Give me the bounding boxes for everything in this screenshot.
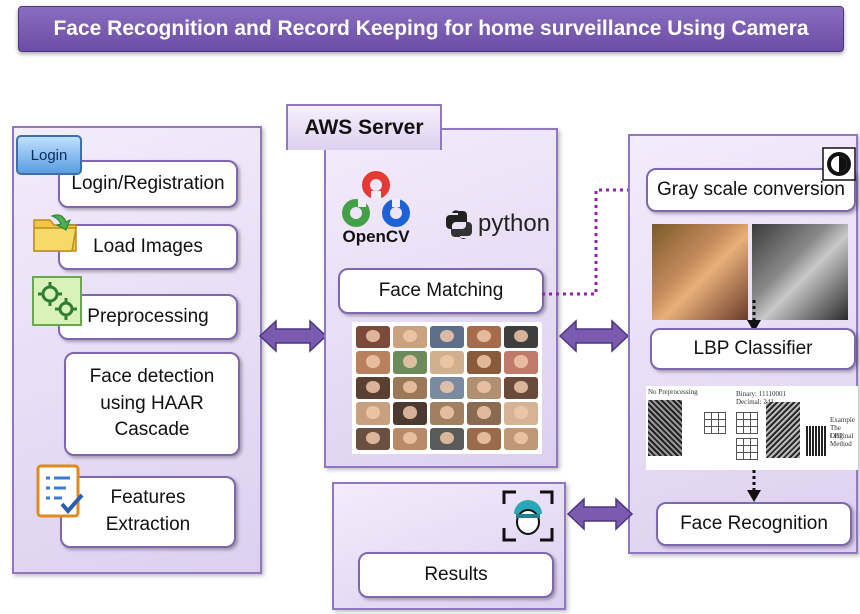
login-badge-label: Login bbox=[16, 135, 82, 175]
face-dataset-image bbox=[352, 322, 542, 454]
face-detection-box: Face detection using HAAR Cascade bbox=[64, 352, 240, 456]
lbp-decimal-label: Decimal: 241 bbox=[736, 398, 774, 406]
python-snake-icon bbox=[445, 210, 472, 239]
lbp-pre-label: No Preprocessing bbox=[648, 388, 698, 396]
lbp-example-label: Example bbox=[830, 416, 855, 424]
color-lena-image bbox=[652, 224, 748, 320]
lbp-histogram bbox=[806, 426, 826, 456]
results-box: Results bbox=[358, 552, 554, 598]
opencv-label: OpenCV bbox=[342, 227, 410, 246]
contrast-icon bbox=[820, 146, 858, 182]
lbp-binary-label: Binary: 11110001 bbox=[736, 390, 786, 398]
bidirectional-arrow-results-right bbox=[566, 496, 634, 532]
bidirectional-arrow-server-right bbox=[558, 318, 630, 354]
preprocessing-box: Preprocessing bbox=[58, 294, 238, 340]
lbp-method-label: LBP Method bbox=[830, 432, 852, 448]
lbp-grid-c bbox=[736, 438, 758, 460]
down-arrow-gray-lbp bbox=[747, 300, 761, 332]
diagram-title: Face Recognition and Record Keeping for … bbox=[18, 6, 844, 52]
checklist-icon bbox=[34, 464, 86, 520]
features-extraction-box: Features Extraction bbox=[60, 476, 236, 548]
gears-icon bbox=[32, 276, 82, 326]
folder-icon bbox=[30, 206, 80, 256]
down-arrow-lbp-recognition bbox=[747, 470, 761, 502]
aws-server-tab: AWS Server bbox=[286, 104, 442, 150]
gray-lena-image bbox=[752, 224, 848, 320]
face-scan-icon bbox=[500, 488, 556, 544]
python-logo-icon: python bbox=[436, 204, 558, 244]
opencv-logo-icon: OpenCV bbox=[330, 168, 422, 250]
lbp-original-label: The Original bbox=[830, 424, 854, 440]
python-label: python bbox=[477, 210, 551, 237]
bidirectional-arrow-left-server bbox=[258, 318, 328, 354]
lbp-grid-b bbox=[736, 412, 758, 434]
login-registration-box: Login/Registration bbox=[58, 160, 238, 208]
lbp-input-texture bbox=[648, 400, 682, 456]
lbp-grid-a bbox=[704, 412, 726, 434]
lbp-method-figure: No Preprocessing Binary: 11110001 Decima… bbox=[646, 386, 858, 470]
lbp-output-texture bbox=[766, 402, 800, 458]
load-images-box: Load Images bbox=[58, 224, 238, 270]
lbp-classifier-box: LBP Classifier bbox=[650, 328, 856, 370]
gray-scale-box: Gray scale conversion bbox=[646, 168, 856, 212]
face-matching-box: Face Matching bbox=[338, 268, 544, 314]
face-recognition-box: Face Recognition bbox=[656, 502, 852, 546]
login-icon: Login bbox=[16, 134, 82, 176]
